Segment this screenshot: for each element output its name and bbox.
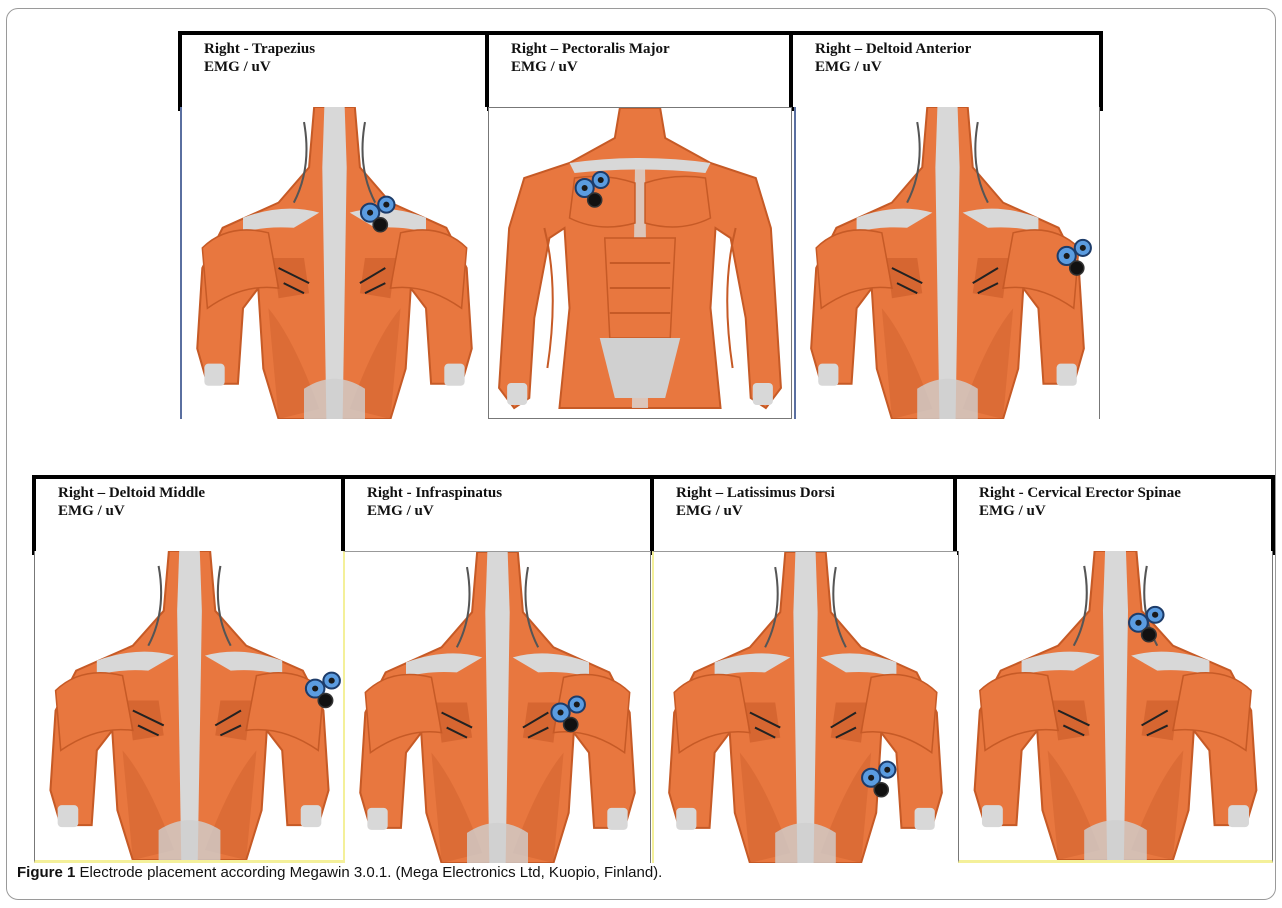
back-muscles-deltoid-middle-electrode-icon <box>35 551 344 860</box>
muscle-name: Right – Latissimus Dorsi <box>676 484 943 502</box>
back-muscles-infraspinatus-electrode-icon <box>345 552 650 863</box>
panel-label-deltoid-anterior: Right – Deltoid Anterior EMG / uV <box>789 31 1103 111</box>
figure-frame: Right - Trapezius EMG / uV Right – Pecto… <box>6 8 1276 900</box>
unit-label: EMG / uV <box>979 502 1261 520</box>
panel-label-infraspinatus: Right - Infraspinatus EMG / uV <box>341 475 654 555</box>
panel-image-pectoralis <box>488 107 792 419</box>
panel-label-latissimus: Right – Latissimus Dorsi EMG / uV <box>650 475 957 555</box>
panel-image-latissimus <box>652 551 957 863</box>
panel-image-infraspinatus <box>343 551 651 863</box>
back-muscles-deltoid-anterior-electrode-icon <box>796 107 1099 419</box>
panel-image-trapezius <box>180 107 487 419</box>
panel-label-deltoid-middle: Right – Deltoid Middle EMG / uV <box>32 475 345 555</box>
panel-label-trapezius: Right - Trapezius EMG / uV <box>178 31 489 111</box>
panel-image-deltoid-anterior <box>794 107 1100 419</box>
front-muscles-pectoralis-electrode-icon <box>489 108 791 418</box>
unit-label: EMG / uV <box>676 502 943 520</box>
muscle-name: Right – Deltoid Middle <box>58 484 331 502</box>
panel-image-deltoid-middle <box>34 551 344 863</box>
muscle-name: Right - Infraspinatus <box>367 484 640 502</box>
caption-text: Electrode placement according Megawin 3.… <box>75 864 662 881</box>
muscle-name: Right - Trapezius <box>204 40 475 58</box>
panel-label-pectoralis: Right – Pectoralis Major EMG / uV <box>485 31 793 111</box>
muscle-name: Right – Pectoralis Major <box>511 40 779 58</box>
unit-label: EMG / uV <box>511 58 779 76</box>
unit-label: EMG / uV <box>815 58 1089 76</box>
back-muscles-cervical-erector-electrode-icon <box>959 551 1272 860</box>
unit-label: EMG / uV <box>204 58 475 76</box>
figure-caption: Figure 1 Electrode placement according M… <box>17 864 662 881</box>
unit-label: EMG / uV <box>367 502 640 520</box>
back-muscles-latissimus-electrode-icon <box>654 552 957 863</box>
back-muscles-trapezius-electrode-icon <box>182 107 487 419</box>
figure-label: Figure 1 <box>17 864 75 881</box>
panel-image-cervical-erector <box>958 551 1273 863</box>
muscle-name: Right – Deltoid Anterior <box>815 40 1089 58</box>
panel-label-cervical-erector: Right - Cervical Erector Spinae EMG / uV <box>953 475 1275 555</box>
muscle-name: Right - Cervical Erector Spinae <box>979 484 1261 502</box>
unit-label: EMG / uV <box>58 502 331 520</box>
